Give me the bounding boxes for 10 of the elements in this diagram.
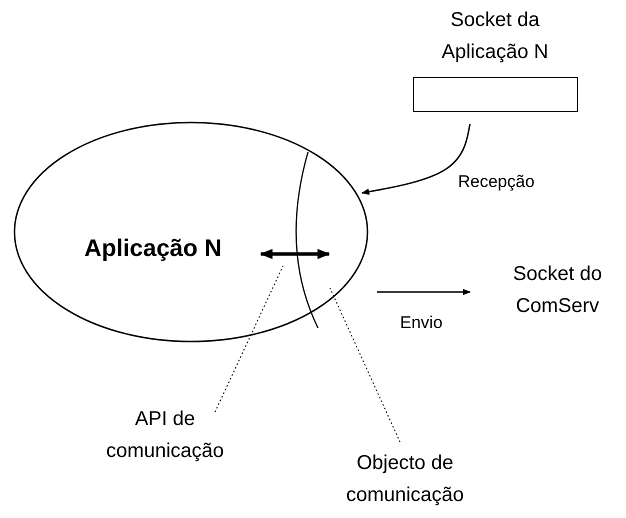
leader-line — [214, 266, 284, 412]
text-label: Objecto de comunicação — [345, 451, 465, 508]
arrow — [377, 288, 471, 296]
edge-label: Recepção — [456, 172, 537, 192]
application-label: Aplicação N — [83, 234, 223, 264]
text-label: API de comunicação — [105, 407, 225, 464]
socket-label: Socket da Aplicação N — [440, 8, 550, 65]
leader-line — [330, 288, 400, 442]
text-label: Socket do ComServ — [512, 262, 603, 319]
arrow — [361, 124, 471, 195]
